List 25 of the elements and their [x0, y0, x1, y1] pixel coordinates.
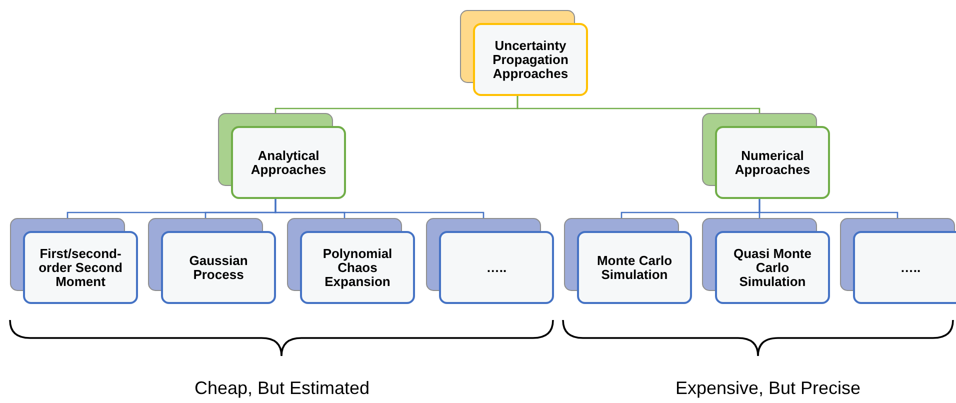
card-title: …..: [486, 260, 507, 274]
stacked-card: [702, 218, 830, 304]
connector-line: [758, 199, 898, 218]
card-title: Numerical Approaches: [734, 148, 812, 176]
stacked-card: [460, 10, 588, 96]
card-title: First/second-order Second Moment: [38, 246, 124, 288]
brace-caption: Cheap, But Estimated: [194, 378, 370, 399]
card-title: Analytical Approaches: [250, 148, 328, 176]
card-title: Uncertainty Propagation Approaches: [492, 38, 570, 80]
stacked-card: [287, 218, 415, 304]
stacked-card: [840, 218, 956, 304]
connector-line: [516, 96, 760, 113]
card-title: Quasi Monte Carlo Simulation: [732, 246, 812, 288]
card-title: Polynomial Chaos Expansion: [322, 246, 394, 288]
card-title: Monte Carlo Simulation: [596, 254, 674, 282]
card-title: Gaussian Process: [188, 254, 249, 282]
stacked-card: [702, 113, 830, 199]
card-title: …..: [900, 260, 921, 274]
connector-line: [274, 199, 484, 218]
stacked-card: [148, 218, 276, 304]
stacked-card: [426, 218, 554, 304]
stacked-card: [218, 113, 346, 199]
stacked-card: [10, 218, 138, 304]
brace-caption: Expensive, But Precise: [675, 378, 861, 399]
stacked-card: [564, 218, 692, 304]
